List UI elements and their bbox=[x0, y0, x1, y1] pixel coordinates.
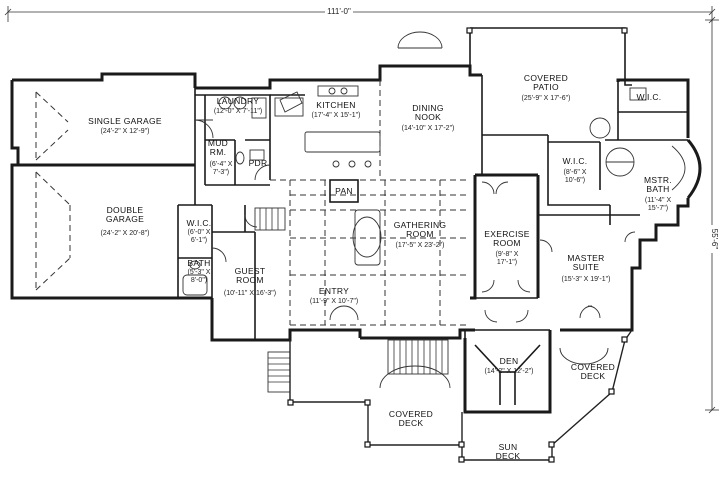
mstr-bath-name-1: MSTR. bbox=[644, 175, 672, 185]
guest-room-name-1: GUEST bbox=[235, 266, 266, 276]
master-wic-name: W.I.C. bbox=[637, 92, 662, 102]
exercise-room-name-2: ROOM bbox=[493, 238, 521, 248]
mud-rm-name-1: MUD bbox=[208, 138, 228, 148]
master-suite-name-2: SUITE bbox=[573, 262, 600, 272]
entry-name: ENTRY bbox=[319, 286, 349, 296]
bath-size-1: (5'-3" X bbox=[188, 269, 211, 276]
stairs bbox=[254, 207, 449, 393]
overall-depth-label: 55'-6" bbox=[710, 229, 719, 250]
room-labels: SINGLE GARAGE (24'-2" X 12'-9") DOUBLE G… bbox=[88, 73, 672, 461]
covered-patio-size: (25'-9" X 17'-6") bbox=[522, 95, 571, 102]
single-garage-name: SINGLE GARAGE bbox=[88, 116, 162, 126]
double-garage-size: (24'-2" X 20'-8") bbox=[101, 230, 150, 237]
exercise-room-size-2: 17'-1") bbox=[497, 259, 517, 266]
mud-rm-size-2: 7'-3") bbox=[213, 169, 229, 176]
den-size: (14'-2" X 12'-2") bbox=[485, 368, 534, 375]
mstr-bath-size-1: (11'-4" X bbox=[645, 197, 672, 204]
mud-rm-size-1: (6'-4" X bbox=[210, 161, 233, 168]
mstr-bath-size-2: 15'-7") bbox=[648, 205, 668, 212]
dining-nook-name-2: NOOK bbox=[415, 112, 441, 122]
gathering-room-name-1: GATHERING bbox=[394, 220, 447, 230]
covered-deck-right-name-2: DECK bbox=[581, 371, 606, 381]
small-wic-size-1: (8'-6" X bbox=[564, 169, 587, 176]
double-garage-name-1: DOUBLE bbox=[107, 205, 144, 215]
dining-nook-size: (14'-10" X 17'-2") bbox=[402, 125, 455, 132]
master-suite-size: (15'-3" X 19'-1") bbox=[562, 276, 611, 283]
kitchen-name: KITCHEN bbox=[316, 100, 355, 110]
covered-deck-front-name-2: DECK bbox=[399, 418, 424, 428]
sun-deck-name-1: SUN bbox=[499, 442, 518, 452]
mstr-bath-name-2: BATH bbox=[646, 184, 669, 194]
master-suite-name-1: MASTER bbox=[567, 253, 604, 263]
small-wic-size-2: 10'-6") bbox=[565, 177, 585, 184]
bath-size-2: 8'-0") bbox=[191, 277, 207, 284]
single-garage-size: (24'-2" X 12'-9") bbox=[101, 128, 150, 135]
guest-wic-size-1: (6'-0" X bbox=[188, 229, 211, 236]
interior-walls bbox=[178, 75, 688, 340]
gathering-room-name-2: ROOM bbox=[406, 229, 434, 239]
den-name: DEN bbox=[500, 356, 519, 366]
overall-width-label: 111'-0" bbox=[327, 7, 351, 16]
covered-patio-name-1: COVERED bbox=[524, 73, 568, 83]
double-garage-name-2: GARAGE bbox=[106, 214, 144, 224]
guest-room-size: (10'-11" X 16'-3") bbox=[224, 290, 276, 297]
exercise-room-name-1: EXERCISE bbox=[484, 229, 529, 239]
guest-room-name-2: ROOM bbox=[236, 275, 264, 285]
laundry-size: (12'-0" X 7'-11") bbox=[214, 108, 262, 115]
pan-name: PAN bbox=[335, 186, 353, 196]
bath-name: BATH bbox=[187, 258, 210, 268]
covered-deck-right-name-1: COVERED bbox=[571, 362, 615, 372]
guest-wic-size-2: 6'-1") bbox=[191, 237, 207, 244]
dining-nook-name-1: DINING bbox=[412, 103, 444, 113]
kitchen-size: (17'-4" X 15'-1") bbox=[312, 112, 361, 119]
doors bbox=[194, 31, 636, 389]
covered-patio-name-2: PATIO bbox=[533, 82, 559, 92]
exercise-room-size-1: (9'-8" X bbox=[496, 251, 519, 258]
laundry-name: LAUNDRY bbox=[217, 96, 260, 106]
guest-wic-name: W.I.C. bbox=[187, 218, 212, 228]
entry-size: (11'-9" X 10'-7") bbox=[310, 298, 358, 305]
deck-railings bbox=[287, 27, 633, 463]
pdr-name: PDR bbox=[249, 158, 268, 168]
sun-deck-name-2: DECK bbox=[496, 451, 521, 461]
small-wic-name: W.I.C. bbox=[563, 156, 588, 166]
garage-details bbox=[12, 88, 212, 298]
gathering-room-size: (17'-5" X 23'-2") bbox=[396, 242, 445, 249]
dimension-lines: 111'-0" 55'-6" bbox=[4, 5, 721, 414]
fixtures bbox=[182, 85, 702, 296]
covered-deck-front-name-1: COVERED bbox=[389, 409, 433, 419]
mud-rm-name-2: RM. bbox=[210, 147, 226, 157]
